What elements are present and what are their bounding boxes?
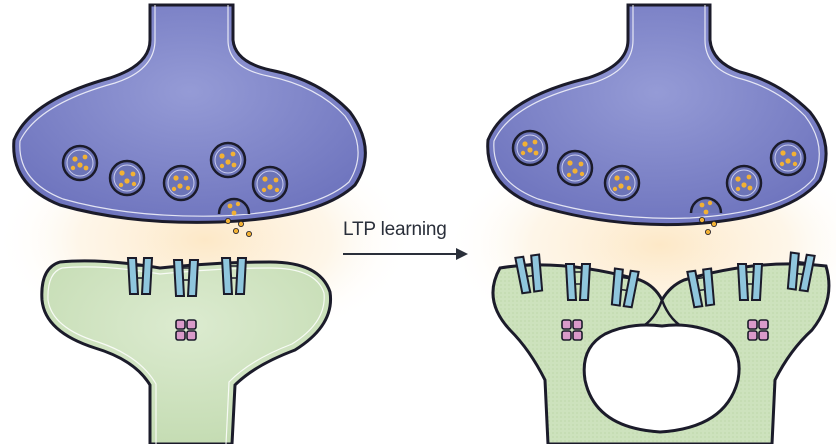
vesicle [727, 166, 761, 200]
spine-hole [584, 325, 739, 432]
vesicle [771, 141, 805, 175]
vesicle [513, 131, 547, 165]
vesicle [253, 167, 287, 201]
vesicle [63, 146, 97, 180]
vesicle [211, 143, 245, 177]
vesicle [605, 166, 639, 200]
vesicle [558, 151, 592, 185]
vesicle [110, 161, 144, 195]
presynaptic-terminal-right [488, 5, 826, 225]
ltp-learning-label: LTP learning [343, 219, 447, 241]
vesicle [164, 166, 198, 200]
postsynaptic-spine-left [42, 261, 331, 444]
